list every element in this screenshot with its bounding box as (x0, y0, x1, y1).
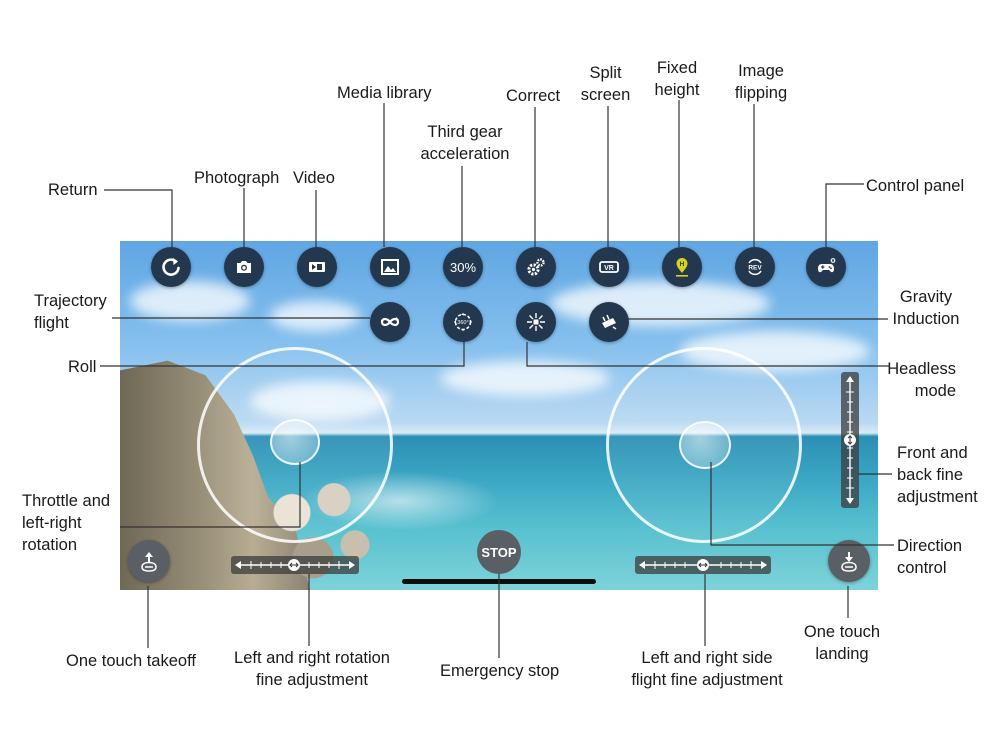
camera-icon (237, 261, 251, 273)
label-one-touch-takeoff: One touch takeoff (66, 652, 196, 670)
front-back-fine-slider[interactable] (841, 372, 859, 508)
photograph-button[interactable] (224, 247, 264, 287)
vr-icon: VR (599, 261, 619, 273)
trajectory-flight-button[interactable] (370, 302, 410, 342)
roll-360-icon: 360° (454, 313, 472, 331)
label-correct: Correct (506, 87, 561, 105)
emergency-stop-button[interactable]: STOP (477, 530, 521, 574)
split-screen-button[interactable]: VR (589, 247, 629, 287)
horizontal-scale (639, 559, 767, 571)
label-video: Video (293, 169, 335, 187)
fixed-height-button[interactable]: H (662, 247, 702, 287)
headless-icon (527, 313, 545, 331)
gravity-induction-button[interactable] (589, 302, 629, 342)
right-joystick-knob[interactable] (679, 421, 731, 469)
label-media-library: Media library (337, 84, 432, 102)
image-flipping-button[interactable]: REV (735, 247, 775, 287)
trajectory-icon (380, 317, 400, 327)
correct-button[interactable] (516, 247, 556, 287)
left-joystick-knob[interactable] (270, 419, 320, 465)
return-button[interactable] (151, 247, 191, 287)
third-gear-button[interactable]: 30% (443, 247, 483, 287)
control-panel-button[interactable] (806, 247, 846, 287)
video-icon (309, 262, 325, 272)
rotation-fine-slider[interactable] (231, 556, 359, 574)
altitude-hold-icon: H (676, 258, 688, 277)
gamepad-icon (818, 258, 836, 273)
return-icon (162, 258, 180, 276)
label-roll: Roll (68, 358, 97, 376)
video-button[interactable] (297, 247, 337, 287)
vertical-scale (844, 376, 856, 504)
svg-text:VR: VR (604, 265, 614, 272)
stop-label: STOP (481, 544, 517, 560)
horizontal-scale (235, 559, 355, 571)
cloud (270, 301, 360, 331)
roll-button[interactable]: 360° (443, 302, 483, 342)
gallery-icon (381, 259, 399, 275)
takeoff-icon (141, 552, 157, 572)
label-photograph: Photograph (194, 169, 280, 187)
speed-value: 30% (449, 259, 477, 275)
gears-icon (527, 258, 545, 276)
svg-text:H: H (680, 261, 685, 268)
side-flight-fine-slider[interactable] (635, 556, 771, 574)
label-control-panel: Control panel (866, 177, 965, 195)
cloud (550, 281, 770, 326)
landing-icon (841, 552, 857, 572)
app-screen: 30% VR H REV 360° (120, 241, 878, 590)
gravity-icon (602, 314, 617, 330)
home-indicator (402, 579, 596, 584)
rev-icon: REV (748, 258, 762, 276)
one-touch-landing-button[interactable] (828, 540, 870, 582)
cloud (130, 281, 250, 321)
one-touch-takeoff-button[interactable] (128, 540, 170, 582)
label-emergency-stop: Emergency stop (440, 662, 560, 680)
rev-text: REV (748, 265, 762, 272)
svg-text:360°: 360° (457, 320, 468, 326)
cloud (440, 361, 610, 396)
headless-mode-button[interactable] (516, 302, 556, 342)
media-library-button[interactable] (370, 247, 410, 287)
label-return: Return (48, 181, 98, 199)
